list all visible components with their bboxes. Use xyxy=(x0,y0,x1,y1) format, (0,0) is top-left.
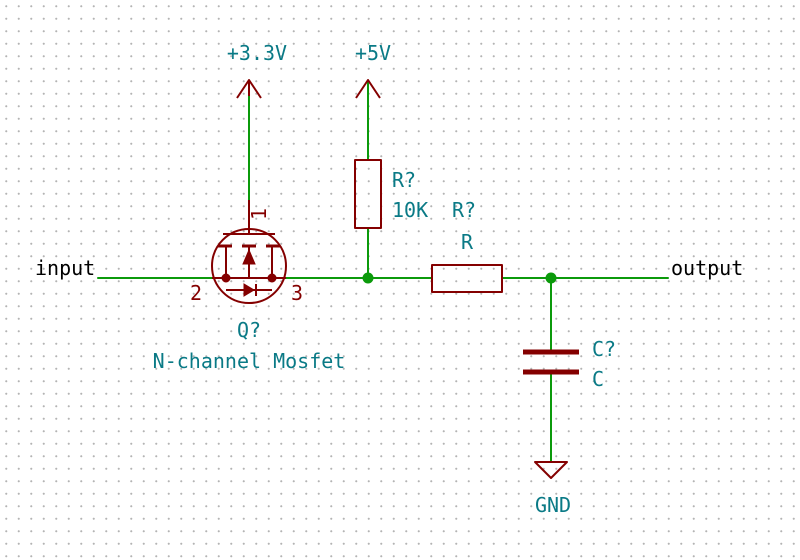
power-5v-arrow-icon xyxy=(355,79,381,99)
net-label-input[interactable]: input xyxy=(35,256,95,280)
gnd-triangle-icon xyxy=(534,461,568,479)
mosfet-pin-gate: 1 xyxy=(247,208,271,220)
pullup-resistor-value: 10K xyxy=(392,198,428,222)
capacitor-value: C xyxy=(592,367,604,391)
mosfet-pin-left: 2 xyxy=(190,281,202,305)
capacitor-symbol[interactable] xyxy=(523,349,579,375)
mosfet-arrow-icon xyxy=(242,248,256,265)
gnd-label: GND xyxy=(535,493,571,517)
power-5v-symbol[interactable] xyxy=(355,79,381,99)
series-resistor-symbol[interactable] xyxy=(431,264,503,293)
wires xyxy=(97,81,669,463)
mosfet-ref: Q? xyxy=(237,318,261,342)
series-resistor-value: R xyxy=(461,230,474,254)
pullup-resistor-ref: R? xyxy=(392,168,416,192)
series-resistor-ref: R? xyxy=(452,198,476,222)
junction-pullup xyxy=(362,272,374,284)
power-5v-label: +5V xyxy=(355,41,391,65)
mosfet-diode-icon xyxy=(243,283,255,297)
mosfet-dot-left xyxy=(221,273,231,283)
pullup-resistor-body xyxy=(354,159,382,229)
power-3v3-label: +3.3V xyxy=(227,41,287,65)
capacitor-ref: C? xyxy=(592,337,616,361)
power-3v3-arrow-icon xyxy=(236,79,262,99)
junction-capacitor xyxy=(545,272,557,284)
mosfet-dot-right xyxy=(267,273,277,283)
mosfet-symbol[interactable] xyxy=(211,200,287,304)
pullup-resistor-symbol[interactable] xyxy=(354,159,382,229)
series-resistor-body xyxy=(431,264,503,293)
mosfet-value: N-channel Mosfet xyxy=(153,349,346,373)
net-label-output[interactable]: output xyxy=(671,256,743,280)
gnd-symbol[interactable] xyxy=(534,461,568,479)
power-3v3-symbol[interactable] xyxy=(236,79,262,99)
mosfet-pin-right: 3 xyxy=(291,281,303,305)
